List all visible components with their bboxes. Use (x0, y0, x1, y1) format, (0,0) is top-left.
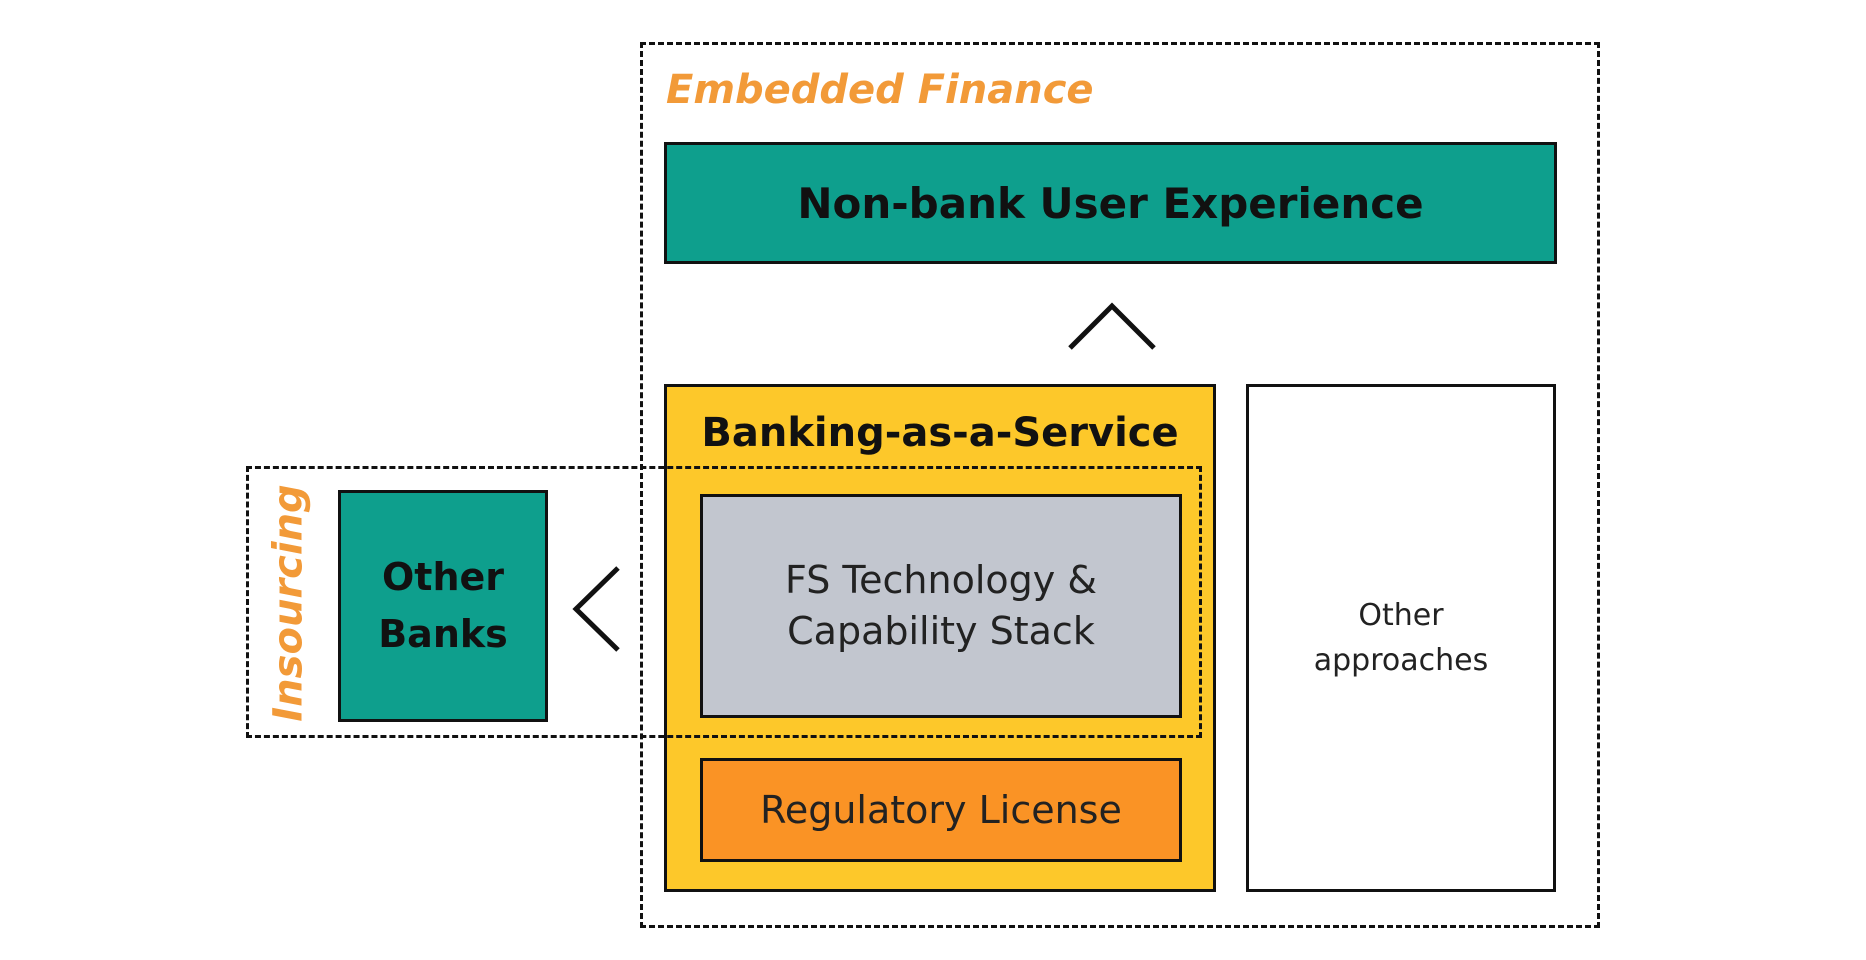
non-bank-user-experience-box: Non-bank User Experience (664, 142, 1557, 264)
regulatory-license-label: Regulatory License (760, 788, 1122, 832)
insourcing-group (246, 466, 1202, 738)
banking-as-a-service-label: Banking-as-a-Service (701, 410, 1179, 456)
fs-technology-stack-label: FS Technology & Capability Stack (785, 557, 1097, 653)
non-bank-user-experience-label: Non-bank User Experience (797, 178, 1424, 228)
chevron-left-icon (572, 566, 620, 652)
embedded-finance-group (640, 42, 1600, 928)
embedded-finance-label: Embedded Finance (666, 67, 1094, 113)
other-approaches-box: Other approaches (1246, 384, 1556, 892)
other-banks-box: Other Banks (338, 490, 548, 722)
chevron-up-icon (1068, 302, 1156, 350)
other-approaches-label: Other approaches (1313, 598, 1489, 678)
insourcing-label-wrapper: Insourcing (262, 484, 316, 721)
insourcing-label: Insourcing (266, 484, 313, 722)
fs-technology-stack-box: FS Technology & Capability Stack (700, 494, 1182, 718)
other-banks-label: Other Banks (378, 555, 508, 656)
regulatory-license-box: Regulatory License (700, 758, 1182, 862)
